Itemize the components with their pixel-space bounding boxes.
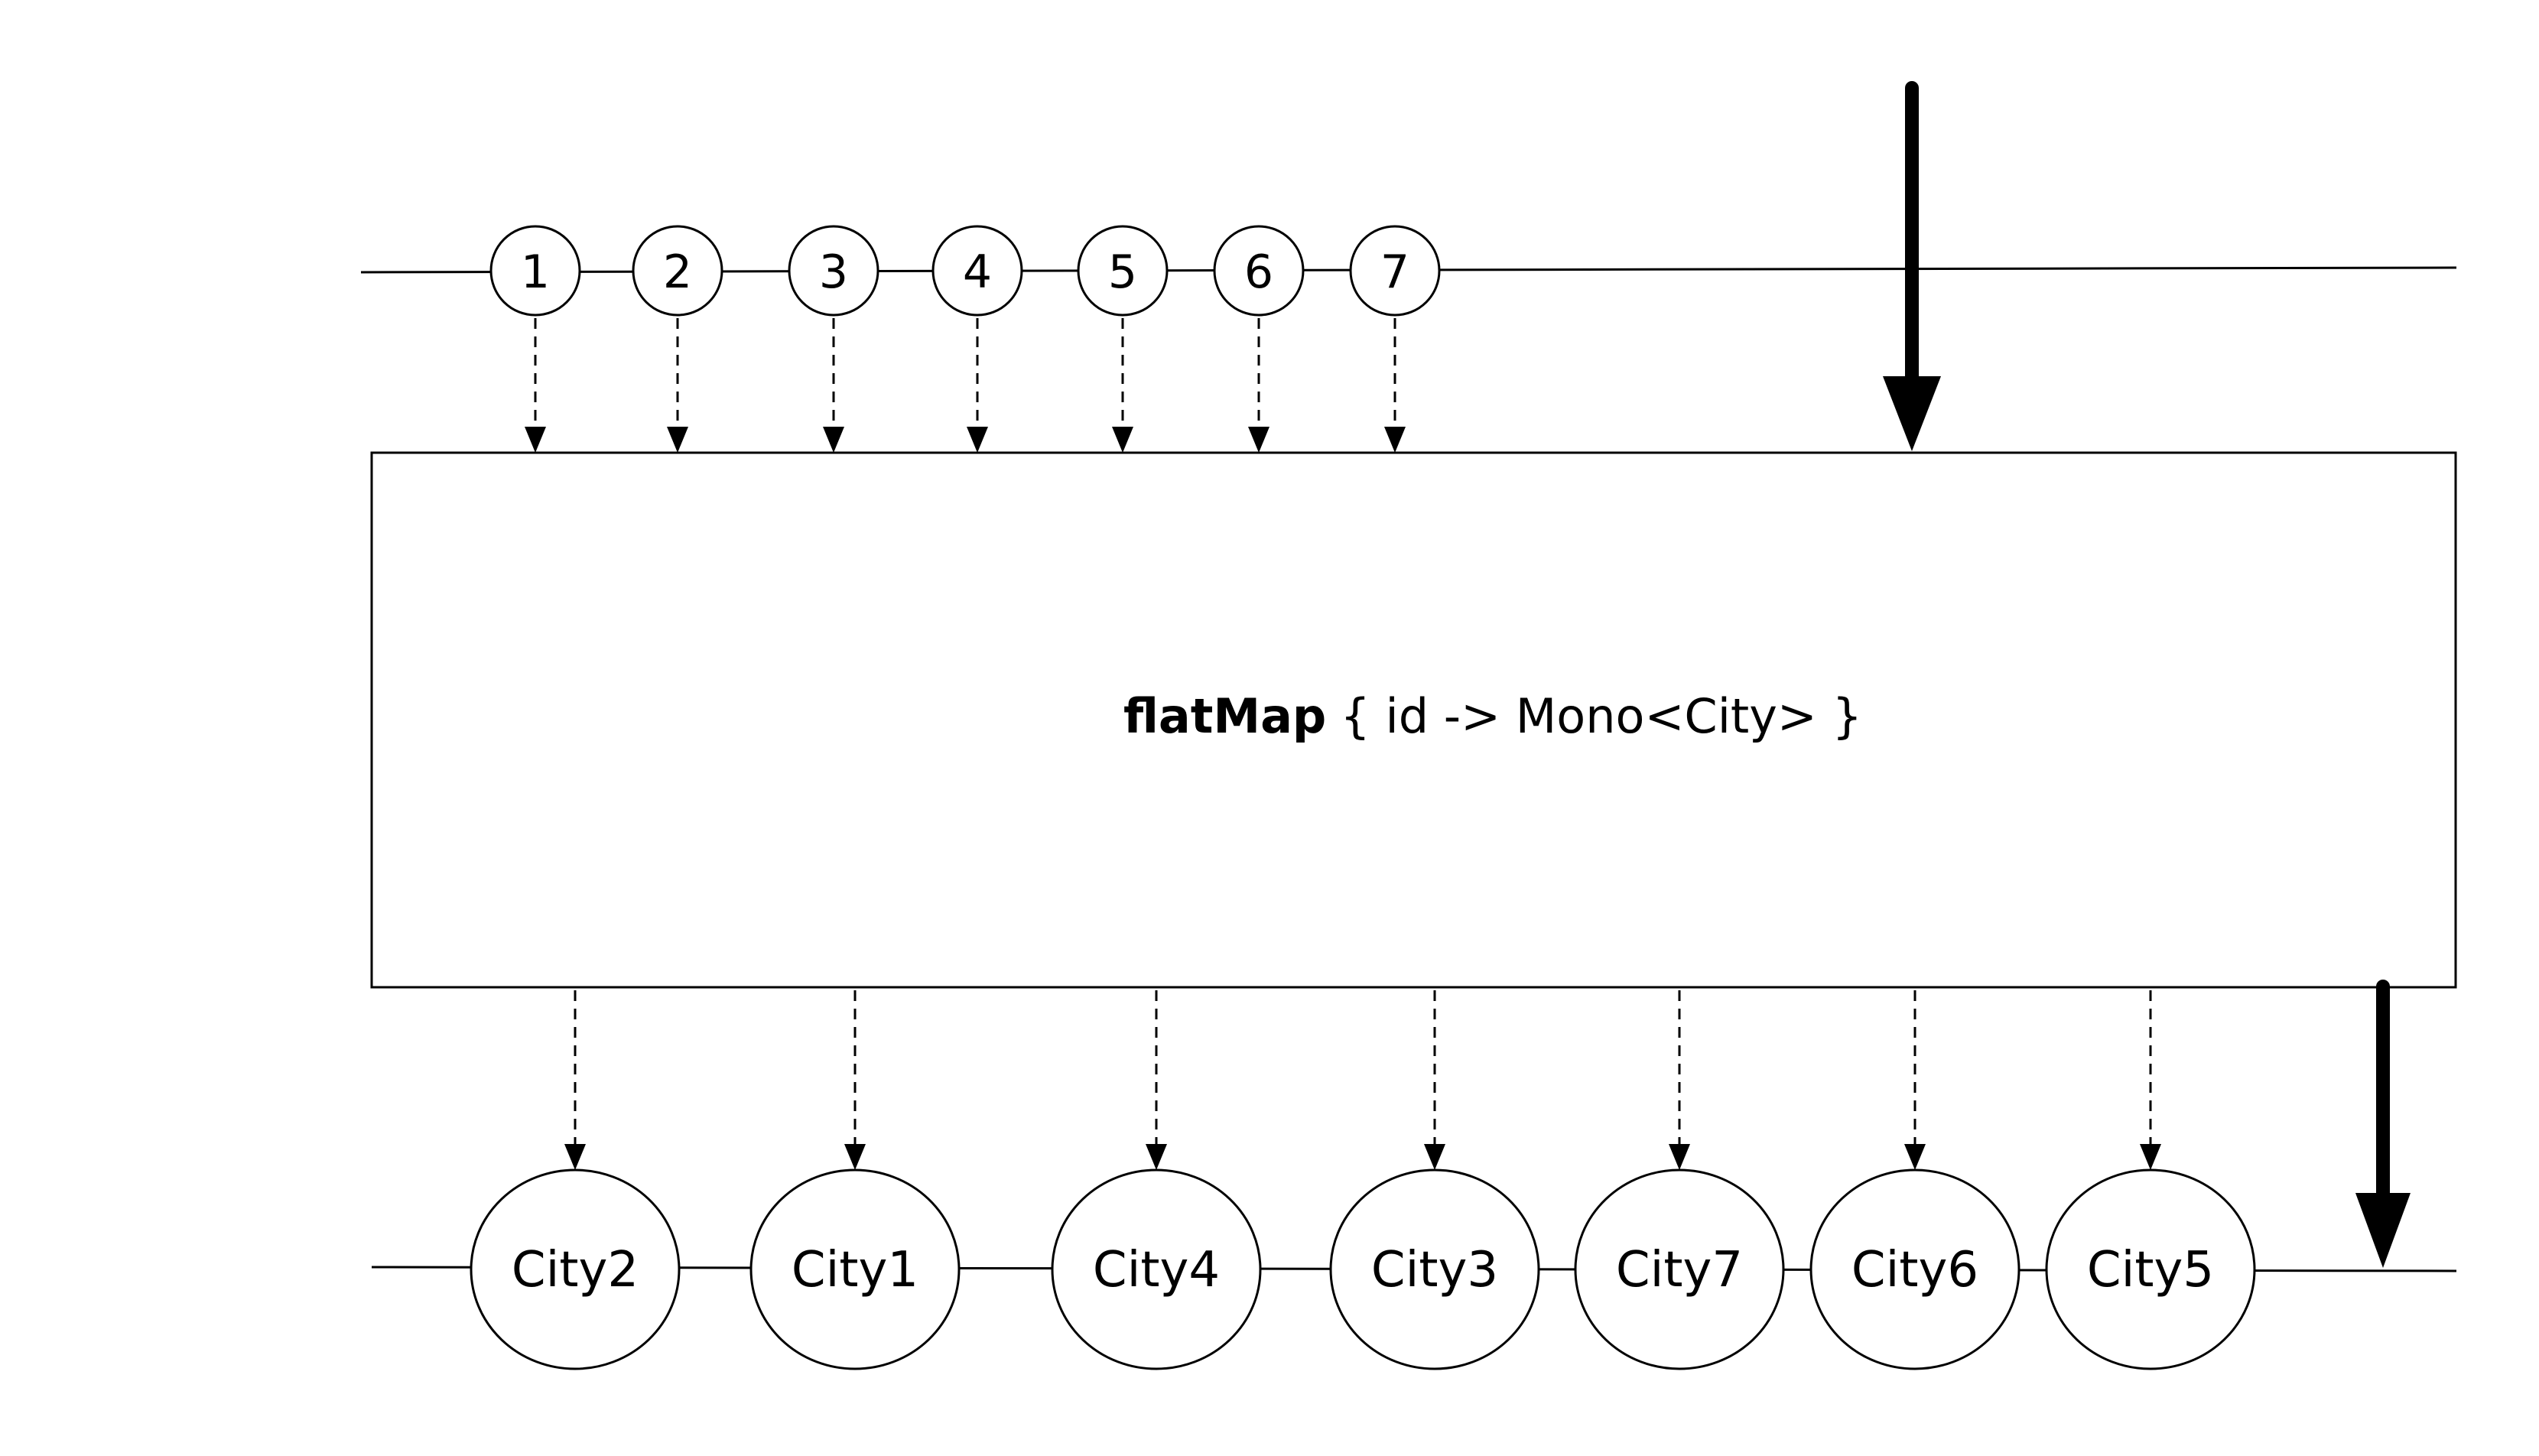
- output-marble-label: City6: [1851, 1242, 1978, 1298]
- input-marble: 7: [1349, 225, 1441, 317]
- operator-label: flatMap{ id -> Mono<City> }: [1123, 688, 1862, 744]
- output-marble: City5: [2045, 1168, 2256, 1370]
- input-arrow: [1248, 318, 1270, 453]
- input-marble-label: 1: [521, 245, 550, 299]
- input-arrow: [823, 318, 844, 453]
- output-marble-label: City1: [792, 1242, 918, 1298]
- input-marble-label: 2: [663, 245, 692, 299]
- output-arrow: [1146, 990, 1167, 1170]
- operator-box: flatMap{ id -> Mono<City> }: [370, 451, 2457, 989]
- output-marble-label: City2: [512, 1242, 639, 1298]
- input-marble: 4: [931, 225, 1023, 317]
- output-arrow: [1669, 990, 1690, 1170]
- source-timeline: 1 2 3 4 5 6 7: [360, 225, 2457, 317]
- output-marble-label: City7: [1616, 1242, 1743, 1298]
- output-arrows: [564, 990, 2161, 1170]
- source-completion-arrow: [1883, 81, 1941, 451]
- output-arrow: [844, 990, 866, 1170]
- output-marble: City2: [470, 1168, 681, 1370]
- input-arrow: [1384, 318, 1406, 453]
- input-marble: 2: [632, 225, 723, 317]
- input-marble: 1: [489, 225, 581, 317]
- output-marbles: City2 City1 City4 City3 City7 City6 City5: [470, 1168, 2256, 1370]
- result-completion-arrow: [2355, 980, 2411, 1268]
- input-arrows: [525, 318, 1406, 453]
- input-marble-label: 3: [819, 245, 848, 299]
- output-arrow: [1424, 990, 1445, 1170]
- output-arrow: [1904, 990, 1926, 1170]
- input-marble-label: 5: [1108, 245, 1137, 299]
- output-marble: City4: [1051, 1168, 1262, 1370]
- input-marble: 3: [788, 225, 879, 317]
- output-marble-label: City3: [1371, 1242, 1498, 1298]
- output-marble-label: City5: [2087, 1242, 2214, 1298]
- result-timeline: City2 City1 City4 City3 City7 City6 City5: [371, 1168, 2457, 1370]
- input-marbles: 1 2 3 4 5 6 7: [489, 225, 1441, 317]
- input-marble-label: 7: [1380, 245, 1409, 299]
- input-arrow: [1112, 318, 1133, 453]
- output-marble: City1: [749, 1168, 961, 1370]
- input-marble: 6: [1213, 225, 1305, 317]
- input-marble-label: 6: [1244, 245, 1273, 299]
- operator-argument: { id -> Mono<City> }: [1340, 688, 1862, 744]
- input-marble-label: 4: [963, 245, 992, 299]
- output-marble: City6: [1809, 1168, 2020, 1370]
- output-marble-label: City4: [1093, 1242, 1220, 1298]
- operator-name: flatMap: [1123, 688, 1326, 744]
- output-arrow: [564, 990, 586, 1170]
- output-marble: City7: [1574, 1168, 1785, 1370]
- input-marble: 5: [1077, 225, 1169, 317]
- input-arrow: [525, 318, 546, 453]
- output-arrow: [2140, 990, 2161, 1170]
- output-marble: City3: [1329, 1168, 1540, 1370]
- input-arrow: [967, 318, 988, 453]
- input-arrow: [667, 318, 688, 453]
